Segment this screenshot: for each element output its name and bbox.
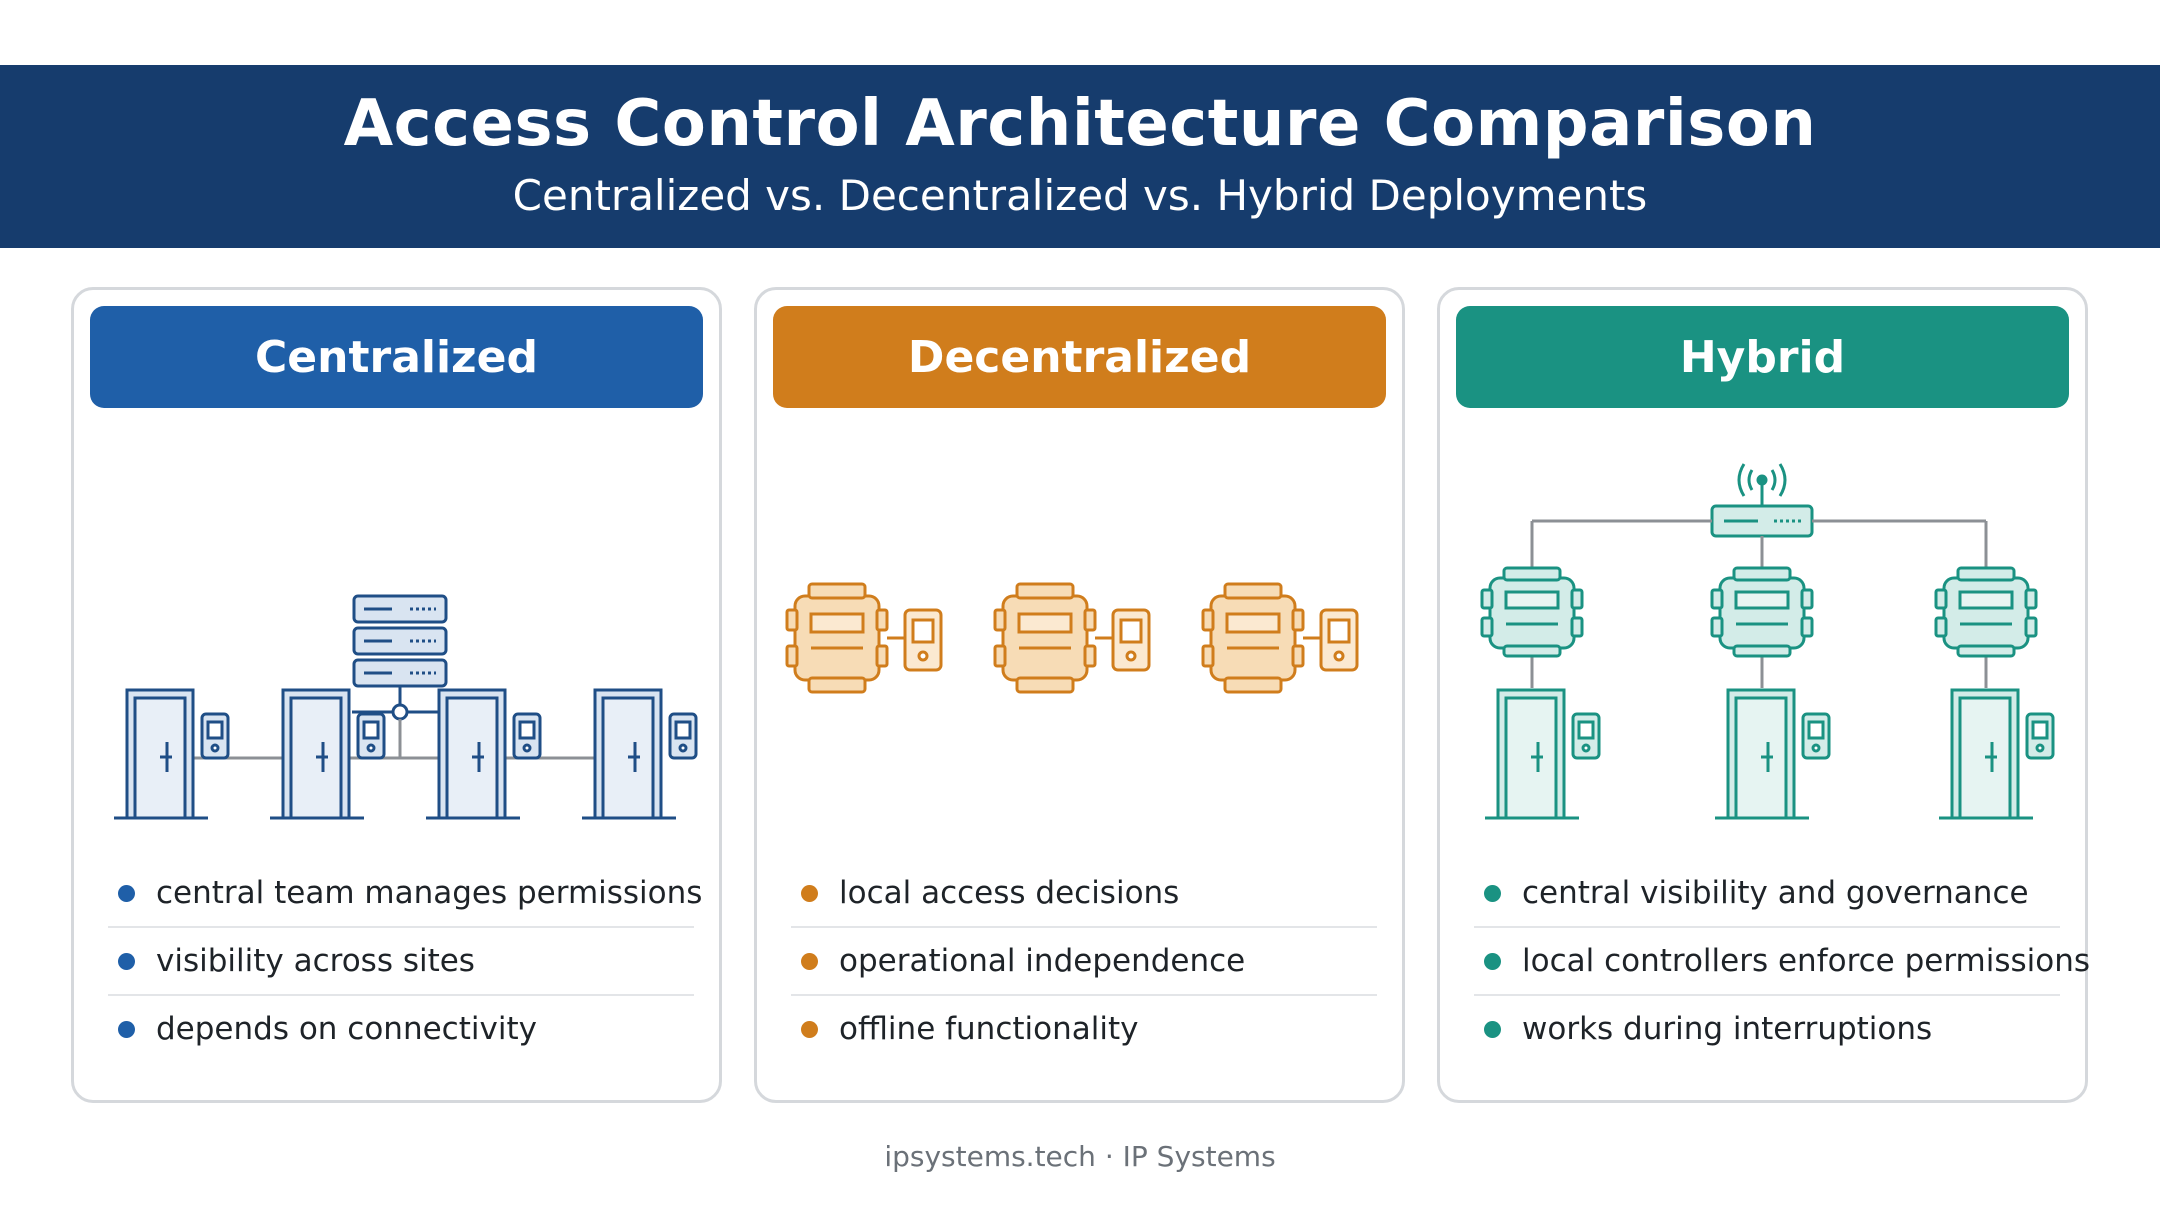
list-item: local access decisions xyxy=(791,860,1377,928)
controller-icon xyxy=(785,582,943,694)
bullet-dot xyxy=(1484,1021,1501,1038)
panel-title-hybrid: Hybrid xyxy=(1456,306,2069,408)
bullet-dot xyxy=(801,1021,818,1038)
centralized-doors xyxy=(114,688,698,820)
panel-centralized: Centralized xyxy=(71,287,722,1103)
hybrid-diagram xyxy=(1480,463,2055,820)
panel-title-decentralized: Decentralized xyxy=(773,306,1386,408)
door-icon xyxy=(582,688,698,820)
list-item: works during interruptions xyxy=(1474,996,2060,1062)
hybrid-bullets: central visibility and governance local … xyxy=(1474,860,2090,1062)
panel-hybrid: Hybrid xyxy=(1437,287,2090,1103)
bullet-dot xyxy=(801,953,818,970)
bullet-dot xyxy=(801,885,818,902)
bullet-dot xyxy=(1484,953,1501,970)
bullet-dot xyxy=(118,885,135,902)
centralized-bullets: central team manages permissions visibil… xyxy=(108,860,702,1062)
list-item: visibility across sites xyxy=(108,928,694,996)
footer-credit: ipsystems.tech · IP Systems xyxy=(884,1140,1276,1173)
list-item: central team manages permissions xyxy=(108,860,702,928)
bullet-dot xyxy=(118,953,135,970)
page-subtitle: Centralized vs. Decentralized vs. Hybrid… xyxy=(512,171,1648,220)
door-icon xyxy=(270,688,386,820)
bullet-dot xyxy=(1484,885,1501,902)
door-icon xyxy=(1939,688,2055,820)
list-item: depends on connectivity xyxy=(108,996,694,1062)
list-item: central visibility and governance xyxy=(1474,860,2060,928)
server-icon xyxy=(352,594,448,721)
controller-icon xyxy=(993,582,1151,694)
router-icon xyxy=(1710,463,1814,538)
list-item: local controllers enforce permissions xyxy=(1474,928,2090,996)
controller-icon xyxy=(1480,566,1584,658)
panel-title-centralized: Centralized xyxy=(90,306,703,408)
page-title: Access Control Architecture Comparison xyxy=(343,87,1817,161)
title-banner: Access Control Architecture Comparison C… xyxy=(0,65,2160,248)
door-icon xyxy=(114,688,230,820)
door-icon xyxy=(426,688,542,820)
list-item: offline functionality xyxy=(791,996,1377,1062)
controller-icon xyxy=(1934,566,2038,658)
door-icon xyxy=(1485,688,1601,820)
controller-icon xyxy=(1710,566,1814,658)
door-icon xyxy=(1715,688,1831,820)
decentralized-controllers xyxy=(785,582,1359,694)
controller-icon xyxy=(1201,582,1359,694)
panel-decentralized: Decentralized xyxy=(754,287,1405,1103)
decentralized-bullets: local access decisions operational indep… xyxy=(791,860,1377,1062)
bullet-dot xyxy=(118,1021,135,1038)
list-item: operational independence xyxy=(791,928,1377,996)
